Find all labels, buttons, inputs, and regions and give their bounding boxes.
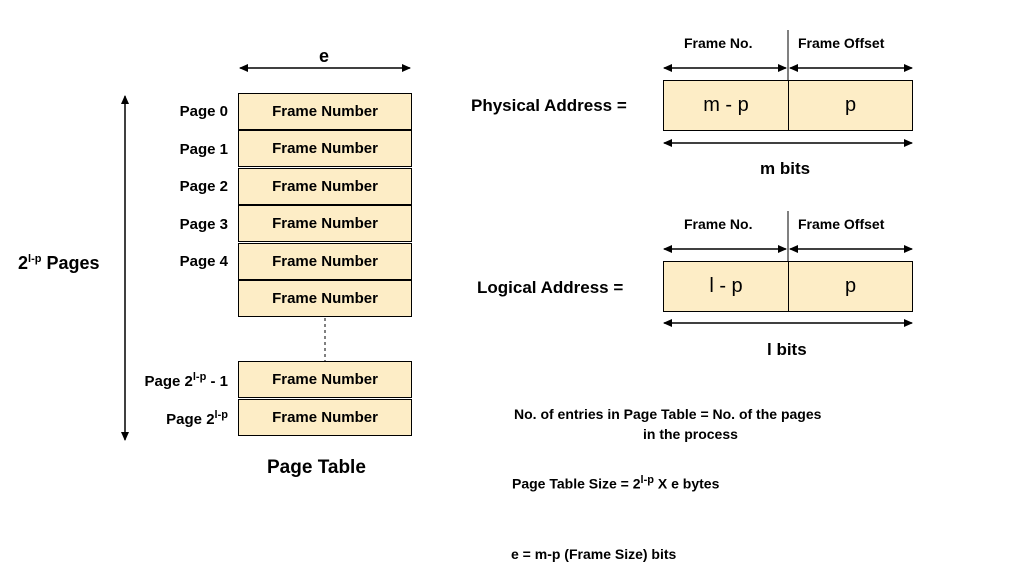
page-table-caption: Page Table <box>267 457 366 478</box>
pages-count-suffix: Pages <box>46 253 100 273</box>
physical-offset-field: p <box>788 80 913 131</box>
page-label-3: Page 3 <box>179 216 228 233</box>
physical-frame-offset-label: Frame Offset <box>798 35 885 51</box>
frame-size-note: e = m-p (Frame Size) bits <box>511 546 677 562</box>
page-label-last-exp: l-p <box>214 409 228 421</box>
page-table-entry-last-minus-one: Frame Number <box>238 361 412 398</box>
page-table-entry-0: Frame Number <box>238 93 412 130</box>
pages-count-exp: l-p <box>28 253 42 265</box>
page-table-entry-last: Frame Number <box>238 399 412 436</box>
logical-frame-no-field: l - p <box>663 261 789 312</box>
logical-frame-offset-label: Frame Offset <box>798 216 885 232</box>
page-label-4: Page 4 <box>179 253 228 270</box>
page-label-last: Page 2l-p <box>166 409 228 428</box>
logical-address-label: Logical Address = <box>477 278 624 297</box>
pages-count-label: 2l-p Pages <box>18 253 100 274</box>
page-label-last-minus-one-suffix: - 1 <box>210 373 228 390</box>
page-table-entry-5: Frame Number <box>238 280 412 317</box>
pages-count-base: 2 <box>18 253 29 273</box>
size-note-suffix: X e bytes <box>653 475 720 492</box>
logical-offset-field: p <box>788 261 913 312</box>
page-label-last-minus-one-exp: l-p <box>192 371 207 383</box>
page-table-entry-4: Frame Number <box>238 243 412 280</box>
physical-bits-label: m bits <box>760 159 811 178</box>
page-table-entry-3: Frame Number <box>238 205 412 242</box>
physical-frame-no-label: Frame No. <box>684 35 753 51</box>
entries-note-line2: in the process <box>643 426 738 442</box>
physical-frame-no-field: m - p <box>663 80 789 131</box>
logical-frame-no-label: Frame No. <box>684 216 753 232</box>
page-label-0: Page 0 <box>179 103 228 120</box>
size-note-prefix: Page Table Size = 2 <box>512 475 641 492</box>
page-label-last-minus-one-base: Page 2 <box>144 373 193 390</box>
logical-bits-label: l bits <box>767 340 807 359</box>
size-note-exp: l-p <box>640 474 654 486</box>
page-label-2: Page 2 <box>179 178 228 195</box>
page-label-last-minus-one: Page 2l-p - 1 <box>144 371 228 390</box>
entries-note-line1: No. of entries in Page Table = No. of th… <box>514 406 822 422</box>
page-table-entry-2: Frame Number <box>238 168 412 205</box>
page-label-last-base: Page 2 <box>166 411 215 428</box>
page-table-entry-1: Frame Number <box>238 130 412 167</box>
e-width-label: e <box>319 46 330 66</box>
page-table-size-note: Page Table Size = 2l-p X e bytes <box>512 474 719 492</box>
page-label-1: Page 1 <box>179 141 228 158</box>
physical-address-label: Physical Address = <box>471 96 627 115</box>
